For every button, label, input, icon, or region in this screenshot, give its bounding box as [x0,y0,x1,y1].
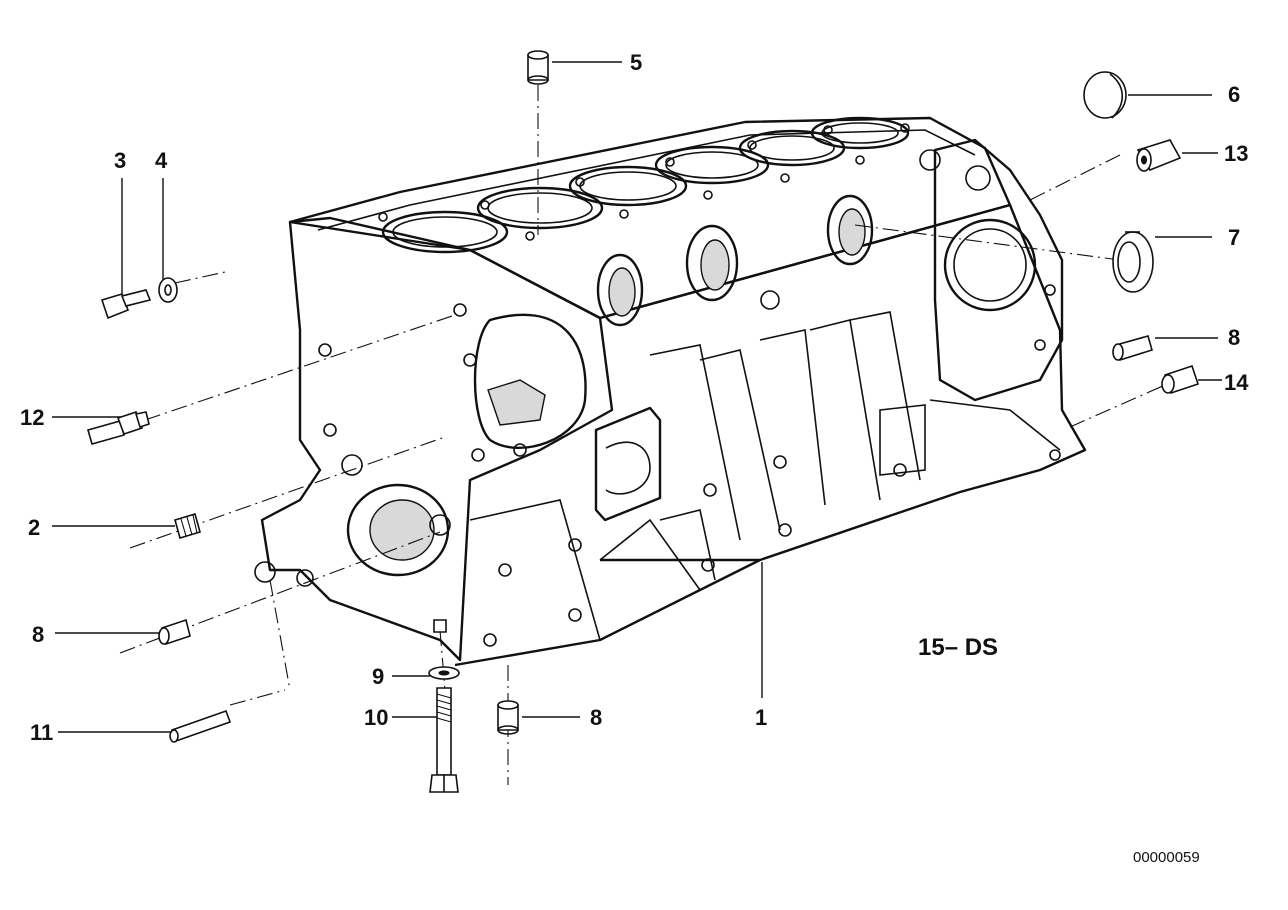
part-15-ds-label: 15– DS [918,634,998,661]
oil-filter-mount [594,406,662,522]
part-14-sleeve [1161,364,1222,395]
part-12-stud [52,410,150,445]
part-3-screw-plug [100,178,152,320]
part-11-dowel-pin [58,709,232,743]
callout-2: 2 [28,515,40,540]
callout-7: 7 [1228,225,1240,250]
part-13-plug [1136,139,1218,172]
part-10-bolt [392,687,459,793]
callout-8-bottom: 8 [590,705,602,730]
part-5-dowel-sleeve [527,50,622,85]
part-screw-lower-stud [433,619,447,633]
cylinder-bores [381,116,910,254]
callout-14: 14 [1224,370,1249,395]
rear-flange [933,138,1064,402]
callout-labels: 1 2 3 4 5 6 7 8 8 8 9 10 11 12 13 14 15–… [20,50,1249,866]
part-7-shaft-seal [1112,231,1212,293]
part-9-sealing-ring [392,666,460,680]
callout-8-left: 8 [32,622,44,647]
callout-3: 3 [114,148,126,173]
callout-8-right: 8 [1228,325,1240,350]
callout-13: 13 [1224,141,1248,166]
side-bosses [596,194,874,327]
callout-1: 1 [755,705,767,730]
deck-holes [378,123,910,241]
front-bolt-holes [318,303,1061,647]
part-8-dowel-sleeve-right [1112,335,1218,362]
callout-6: 6 [1228,82,1240,107]
part-2-threaded-plug [52,512,201,540]
skirt-ribs [649,311,1061,541]
part-8-dowel-sleeve-bottom [497,700,580,735]
part-8-dowel-sleeve-left [55,618,191,646]
drawing-reference-code: 00000059 [1133,849,1200,866]
assembly-axis-lines [119,85,1166,785]
block-front-face [260,216,614,662]
engine-block-drawing [254,116,1087,667]
callout-5: 5 [630,50,642,75]
part-6-cover-cap [1083,71,1212,119]
callout-11: 11 [30,720,53,745]
callout-9: 9 [372,664,384,689]
part-4-sealing-washer [158,178,178,303]
callout-10: 10 [364,705,388,730]
callout-4: 4 [155,148,168,173]
callout-12: 12 [20,405,44,430]
